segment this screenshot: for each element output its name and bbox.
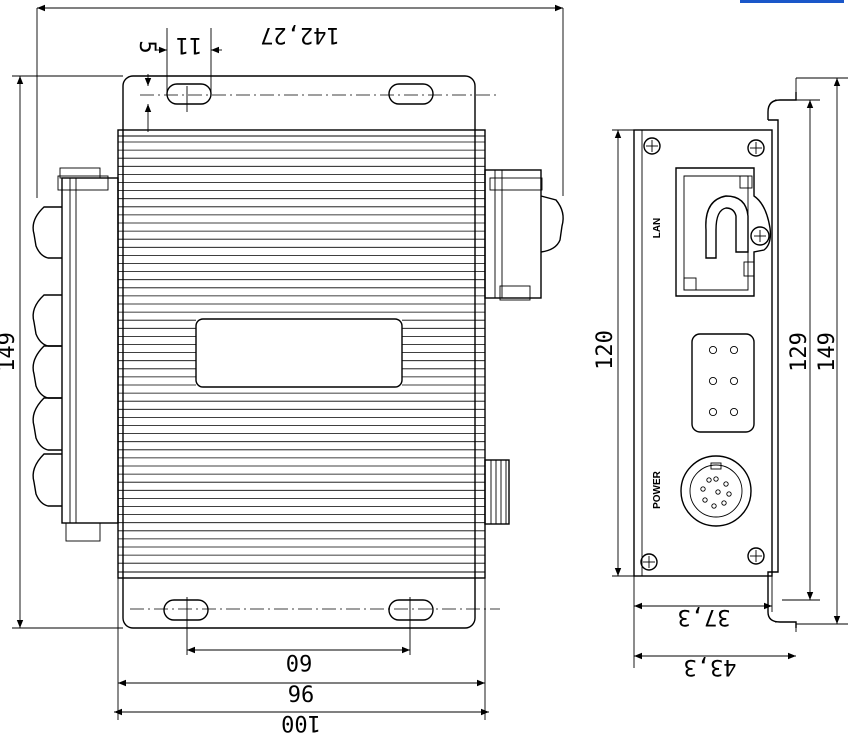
dim-height-left: 149 — [0, 332, 20, 372]
dim-slot-width: 11 — [176, 32, 203, 57]
power-label: POWER — [652, 470, 663, 509]
heatsink-fins — [118, 141, 485, 564]
six-pin-connector — [691, 333, 755, 433]
dim-flange-height: 129 — [787, 332, 812, 372]
right-connector-block — [484, 169, 564, 525]
mount-slot-top-right — [388, 83, 434, 105]
dim-body-width: 96 — [288, 683, 315, 708]
side-view: LAN POWER 120 129 149 — [593, 77, 848, 679]
lan-label: LAN — [652, 218, 663, 239]
mount-slot-bottom-left — [163, 599, 209, 621]
corner-link-bar — [740, 0, 844, 3]
power-connector — [680, 455, 752, 527]
dim-depth-outer: 43,3 — [684, 654, 737, 679]
panel-screws — [640, 137, 765, 571]
dim-overall-width-bottom: 100 — [281, 710, 321, 735]
dim-slot-offset: 5 — [134, 40, 159, 53]
mount-slot-top-left — [166, 83, 212, 105]
label-plate — [195, 318, 403, 388]
dim-height-right: 149 — [815, 332, 840, 372]
lan-connector — [675, 167, 772, 297]
top-view: 142,27 11 5 149 60 96 100 — [0, 4, 564, 735]
dim-slot-spacing: 60 — [286, 649, 313, 674]
mount-slot-bottom-right — [388, 599, 434, 621]
left-connector-block — [32, 167, 119, 542]
front-panel — [633, 129, 773, 577]
dim-overall-width-top: 142,27 — [260, 22, 339, 47]
mounting-flange — [122, 75, 476, 629]
dim-panel-height: 120 — [593, 330, 618, 370]
dim-depth-inner: 37,3 — [678, 604, 731, 629]
